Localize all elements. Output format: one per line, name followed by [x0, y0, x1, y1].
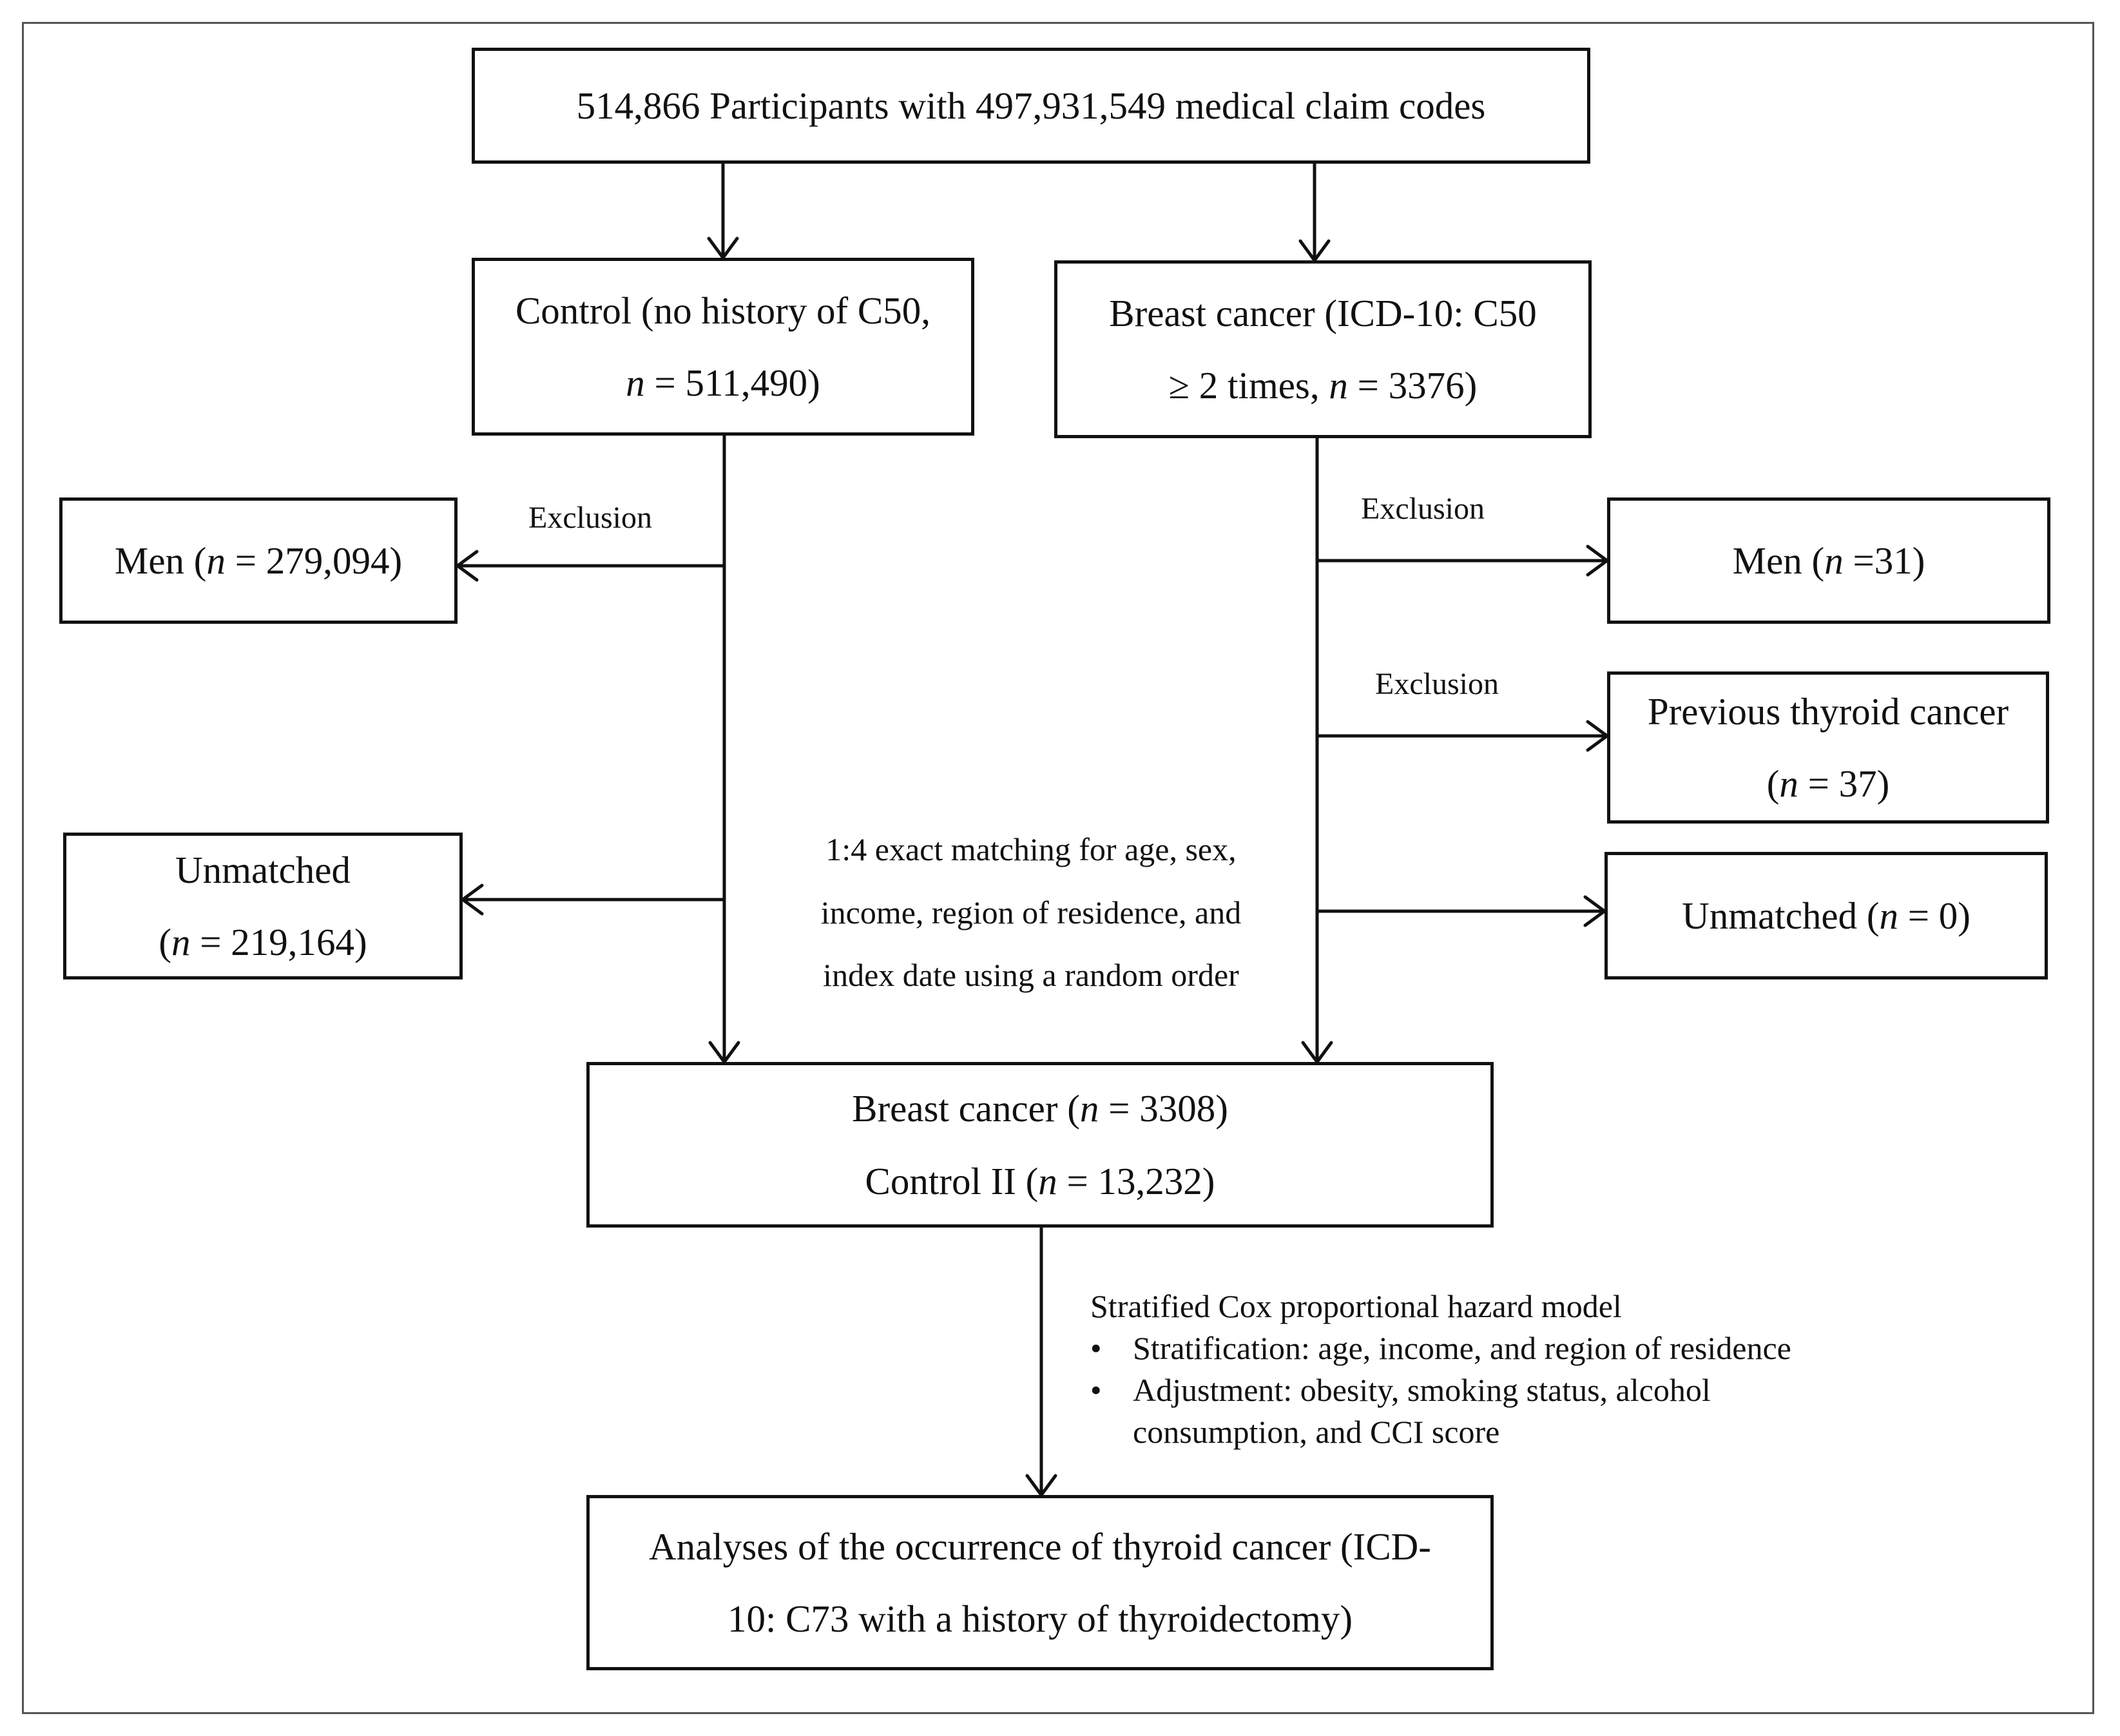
matched-line-2: Control II (n = 13,232) [865, 1159, 1215, 1202]
breast-cancer-line-2: ≥ 2 times, n = 3376) [1168, 364, 1478, 407]
figure-frame [22, 22, 2094, 1714]
breast-cancer-box: Breast cancer (ICD-10: C50 ≥ 2 times, n … [1054, 260, 1592, 438]
analyses-line-1: Analyses of the occurrence of thyroid ca… [649, 1525, 1431, 1568]
previous-thyroid-line-1: Previous thyroid cancer [1647, 690, 2009, 733]
unmatched-cancer-box: Unmatched (n = 0) [1604, 852, 2048, 979]
analyses-line-2: 10: C73 with a history of thyroidectomy) [727, 1597, 1353, 1640]
cox-list: • Stratification: age, income, and regio… [1090, 1327, 1928, 1453]
matched-box: Breast cancer (n = 3308) Control II (n =… [586, 1062, 1494, 1228]
cox-title: Stratified Cox proportional hazard model [1090, 1288, 1622, 1324]
unmatched-cancer-text: Unmatched (n = 0) [1682, 894, 1971, 937]
matching-line-2: income, region of residence, and [820, 894, 1242, 931]
unmatched-control-box: Unmatched (n = 219,164) [63, 833, 463, 979]
matching-description: 1:4 exact matching for age, sex, income,… [773, 818, 1289, 1007]
previous-thyroid-box: Previous thyroid cancer (n = 37) [1607, 671, 2049, 824]
men-cancer-box: Men (n =31) [1607, 497, 2050, 624]
arrowhead [461, 883, 484, 916]
participants-box: 514,866 Participants with 497,931,549 me… [472, 48, 1590, 164]
bullet-icon: • [1090, 1330, 1102, 1366]
breast-cancer-line-1: Breast cancer (ICD-10: C50 [1109, 291, 1537, 334]
bullet-icon: • [1090, 1372, 1102, 1408]
control-box: Control (no history of C50, n = 511,490) [472, 258, 974, 436]
men-cancer-text: Men (n =31) [1732, 539, 1925, 582]
cox-item-adjustment: • Adjustment: obesity, smoking status, a… [1090, 1369, 1928, 1453]
control-line-1: Control (no history of C50, [515, 289, 931, 332]
participants-text: 514,866 Participants with 497,931,549 me… [576, 84, 1486, 127]
men-control-text: Men (n = 279,094) [114, 539, 403, 582]
unmatched-control-line-2: (n = 219,164) [159, 921, 367, 963]
cox-item-stratification: • Stratification: age, income, and regio… [1090, 1327, 1928, 1369]
matched-line-1: Breast cancer (n = 3308) [852, 1087, 1228, 1130]
matching-line-1: 1:4 exact matching for age, sex, [825, 831, 1237, 867]
cox-model-description: Stratified Cox proportional hazard model… [1090, 1286, 1928, 1453]
arrowhead [456, 550, 479, 582]
matching-line-3: index date using a random order [823, 957, 1239, 993]
men-control-box: Men (n = 279,094) [59, 497, 458, 624]
exclusion-label-right-1: Exclusion [1361, 492, 1485, 526]
previous-thyroid-line-2: (n = 37) [1766, 762, 1890, 805]
exclusion-label-right-2: Exclusion [1375, 667, 1499, 701]
analyses-box: Analyses of the occurrence of thyroid ca… [586, 1495, 1494, 1670]
control-line-2: n = 511,490) [626, 362, 820, 404]
exclusion-label-left: Exclusion [528, 501, 652, 535]
unmatched-control-line-1: Unmatched [175, 848, 351, 891]
